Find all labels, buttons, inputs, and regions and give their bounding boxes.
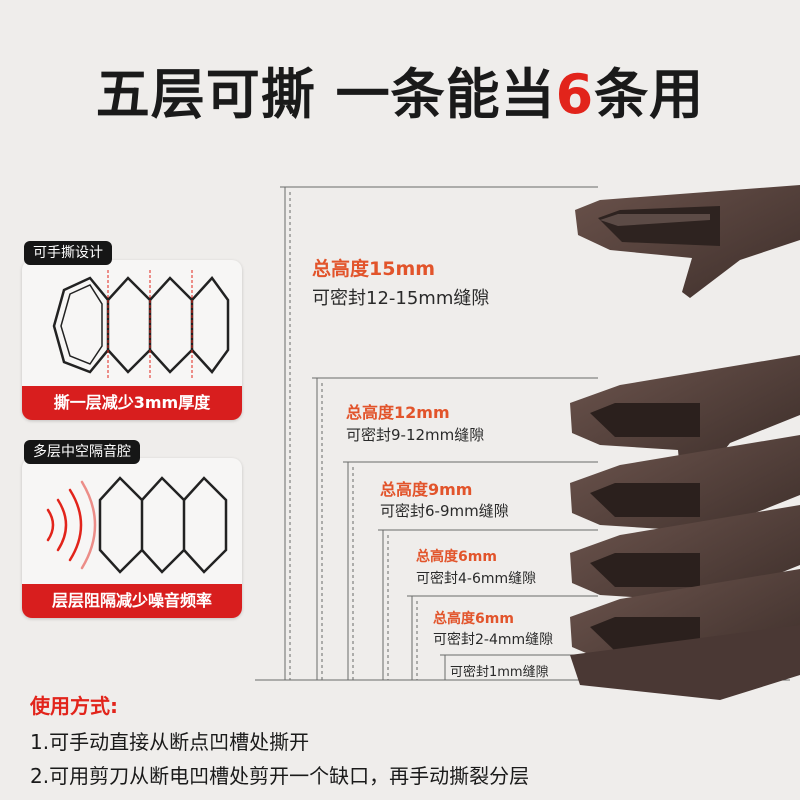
single-strip-image [575, 185, 800, 298]
soundproof-footer: 层层阻隔减少噪音频率 [22, 584, 242, 618]
stacked-strips-image [570, 355, 800, 700]
soundwave-diagram [46, 476, 228, 574]
layer-4-height: 总高度6mm [416, 549, 497, 565]
title-highlight: 6 [555, 63, 595, 126]
title-prefix: 五层可撕 一条能当 [95, 63, 556, 126]
layer-1-height: 总高度15mm [312, 258, 436, 280]
usage-step-1: 1.可手动直接从断点凹槽处撕开 [30, 730, 310, 754]
layer-3-height: 总高度9mm [380, 480, 473, 499]
page-title: 五层可撕 一条能当6条用 [0, 50, 800, 129]
layer-2-gap: 可密封9-12mm缝隙 [346, 426, 485, 444]
layer-2-height: 总高度12mm [346, 403, 450, 422]
usage-heading: 使用方式: [30, 694, 118, 718]
layer-4-gap: 可密封4-6mm缝隙 [416, 571, 537, 587]
cross-section-diagram [52, 270, 230, 380]
title-suffix: 条用 [594, 63, 705, 126]
soundproof-card: 层层阻隔减少噪音频率 [22, 458, 242, 618]
layer-5-height: 总高度6mm [433, 611, 514, 627]
usage-step-2: 2.可用剪刀从断电凹槽处剪开一个缺口，再手动撕裂分层 [30, 764, 530, 788]
tearable-design-tag: 可手撕设计 [24, 241, 112, 265]
layer-6-gap: 可密封1mm缝隙 [450, 665, 549, 680]
soundproof-tag: 多层中空隔音腔 [24, 440, 140, 464]
tearable-design-card: 撕一层减少3mm厚度 [22, 260, 242, 420]
layer-3-gap: 可密封6-9mm缝隙 [380, 502, 509, 520]
layer-5-gap: 可密封2-4mm缝隙 [433, 632, 554, 648]
tearable-footer: 撕一层减少3mm厚度 [22, 386, 242, 420]
layer-1-gap: 可密封12-15mm缝隙 [312, 288, 490, 309]
